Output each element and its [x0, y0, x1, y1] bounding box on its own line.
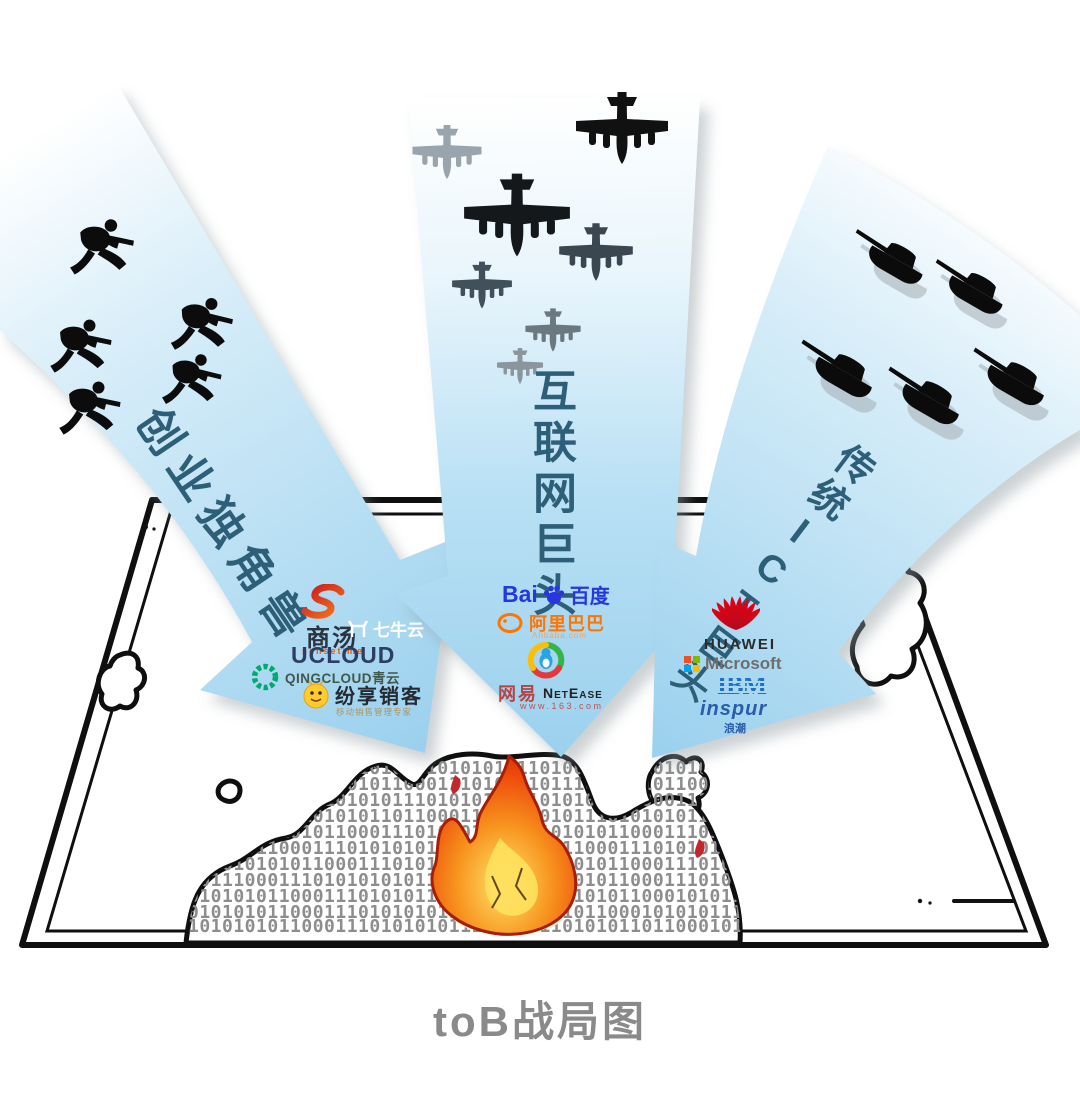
microsoft-logo: Microsoft: [684, 654, 782, 674]
netease-logo: 网易 NetEase: [498, 684, 603, 704]
qingcloud-ring-icon: [251, 663, 279, 691]
qiniu-logo: 七牛云: [348, 616, 424, 641]
arrow-left-unicorns: [0, 85, 455, 753]
island-small: [215, 778, 243, 804]
alibaba-domain: Alibaba.com: [532, 631, 588, 640]
qiniu-icon: [348, 619, 368, 637]
netease-url: www.163.com: [520, 701, 604, 711]
sensetime-wordmark: sensetime: [302, 646, 365, 656]
fxiaoke-bee-icon: [303, 680, 329, 708]
island-left: [95, 650, 147, 712]
huawei-wordmark: HUAWEI: [704, 636, 776, 653]
inspur-wordmark: inspur: [700, 698, 768, 720]
huawei-flower-icon: [712, 596, 760, 630]
baidu-logo: Bai 百度: [502, 581, 610, 608]
map-marks: [144, 525, 1016, 905]
fxiaoke-logo: 纷享销客: [302, 680, 423, 709]
ucloud-logo: UCLOUD: [291, 642, 396, 668]
ibm-striped-logo: IBM: [717, 673, 767, 699]
arrow-middle-internet: [396, 98, 712, 757]
microsoft-squares-icon: [684, 656, 700, 672]
sensetime-s-icon: [301, 584, 345, 619]
baidu-paw-icon: [543, 585, 564, 604]
fxiaoke-tagline: 移动销售管理专家: [336, 707, 413, 717]
inspur-cn-label: 浪潮: [724, 723, 746, 735]
alibaba-logo: 阿里巴巴: [496, 610, 605, 636]
fire-icon: [430, 754, 578, 936]
sensetime-logo: 商汤: [306, 625, 358, 652]
label-internet-giants: 互联网巨头: [526, 368, 575, 623]
tencent-qq-icon: [527, 641, 565, 679]
svg-text:IBM: IBM: [717, 673, 766, 699]
alibaba-smile-icon: [497, 613, 523, 633]
diagram-title: toB战局图: [433, 998, 647, 1045]
qingcloud-logo: QINGCLOUD青云: [250, 662, 400, 692]
